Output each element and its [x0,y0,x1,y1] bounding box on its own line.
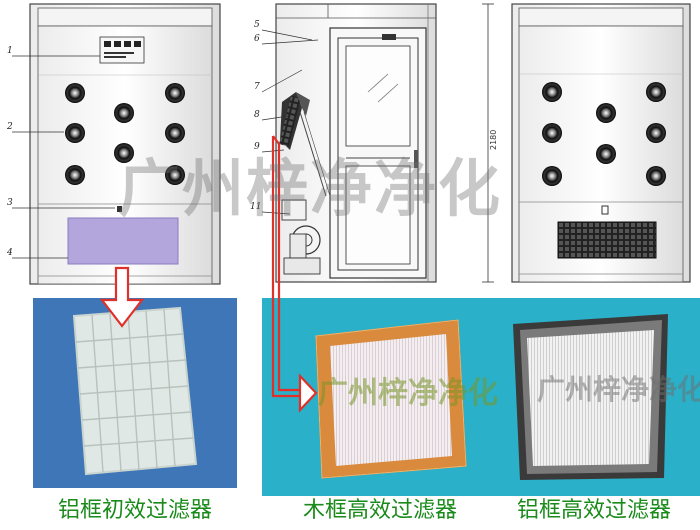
control-panel [99,36,145,64]
callout-11: 11 [250,202,261,212]
pre-filter-area [67,217,179,265]
primary-filter-grid [75,308,194,473]
caption-wood-hepa: 木框高效过滤器 [302,498,457,523]
callout-2: 2 [6,122,13,132]
hepa-filter-mount [279,92,331,197]
rear-view-right [511,3,691,283]
caption-primary-filter: 铝框初效过滤器 [57,498,212,523]
intake-grille [557,221,657,259]
wood-frame-filter [315,319,467,479]
callout-7: 7 [254,82,260,92]
primary-filter-panel [33,298,237,488]
aluminum-frame-filter [513,314,668,480]
callout-5: 5 [254,20,260,30]
front-view-left: 1 2 3 4 [6,3,221,285]
nozzle-group-right [542,82,666,186]
side-view-middle: 2180 5 6 7 8 9 11 [250,3,498,283]
callout-8: 8 [254,110,260,120]
caption-alu-hepa: 铝框高效过滤器 [516,498,671,523]
blower-motor [281,199,321,275]
height-dimension [482,3,494,283]
callout-3: 3 [7,198,13,208]
callout-1: 1 [7,46,13,56]
arrow-to-wood-filter [271,135,318,413]
nozzle-group-left [65,83,185,185]
callout-4: 4 [6,248,13,258]
door [329,27,427,279]
callout-6: 6 [254,34,260,44]
height-dimension-label: 2180 [489,130,498,150]
callout-9: 9 [254,142,260,152]
arrow-to-primary-filter [99,266,145,328]
hepa-filters-panel [262,298,700,496]
